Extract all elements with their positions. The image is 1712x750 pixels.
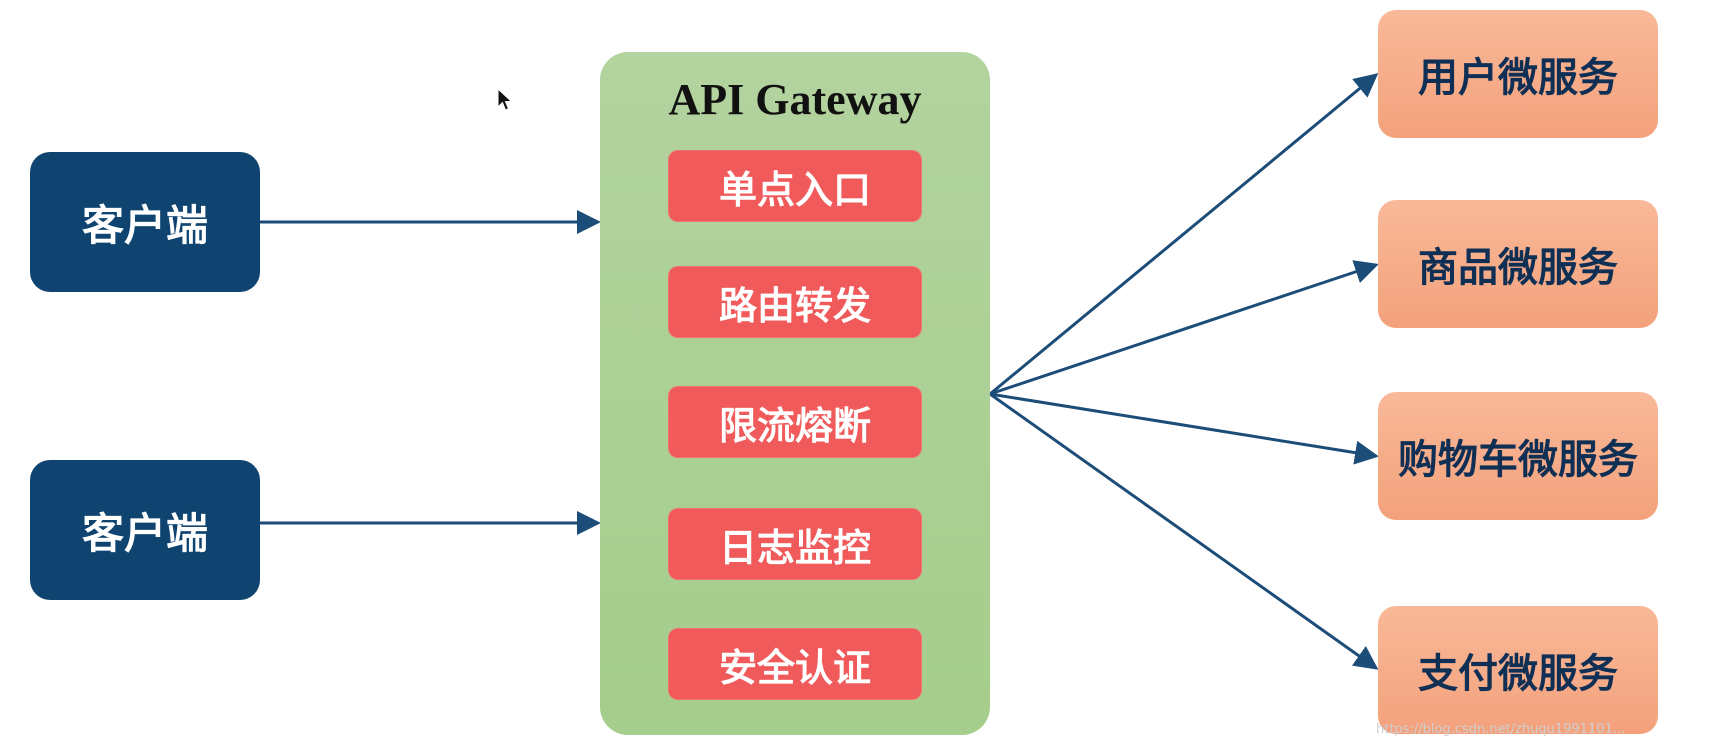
arrow-gateway-to-cart-service	[989, 392, 1379, 465]
cart-service-box: 购物车微服务	[1378, 392, 1658, 520]
arrow-gateway-to-user-service	[989, 73, 1379, 396]
client-label: 客户端	[81, 200, 208, 250]
feature-label: 限流熔断	[718, 403, 871, 448]
feature-label: 单点入口	[718, 167, 871, 212]
mouse-cursor-icon	[497, 88, 513, 111]
api-gateway-title: API Gateway	[668, 75, 922, 124]
service-label: 商品微服务	[1418, 245, 1618, 291]
gateway-feature-single-entry: 单点入口	[668, 150, 922, 222]
gateway-feature-rate-limiting: 限流熔断	[668, 386, 922, 458]
gateway-feature-log-monitoring: 日志监控	[668, 508, 922, 580]
gateway-feature-security-auth: 安全认证	[668, 628, 922, 700]
watermark-text: https://blog.csdn.net/zhuqu1991101...	[1376, 722, 1626, 737]
client-box: 客户端	[30, 152, 260, 292]
feature-label: 路由转发	[718, 283, 871, 328]
service-label: 用户微服务	[1418, 55, 1618, 101]
feature-label: 安全认证	[718, 645, 871, 690]
product-service-box: 商品微服务	[1378, 200, 1658, 328]
gateway-feature-routing: 路由转发	[668, 266, 922, 338]
client-box: 客户端	[30, 460, 260, 600]
user-service-box: 用户微服务	[1378, 10, 1658, 138]
arrow-gateway-to-payment-service	[989, 392, 1379, 670]
feature-label: 日志监控	[718, 525, 871, 570]
client-label: 客户端	[81, 508, 208, 558]
arrow-gateway-to-product-service	[989, 260, 1379, 396]
service-label: 支付微服务	[1418, 651, 1618, 697]
service-label: 购物车微服务	[1398, 437, 1638, 483]
api-gateway-box: API Gateway 单点入口 路由转发 限流熔断 日志监控 安全认证	[600, 52, 990, 735]
payment-service-box: 支付微服务	[1378, 606, 1658, 734]
